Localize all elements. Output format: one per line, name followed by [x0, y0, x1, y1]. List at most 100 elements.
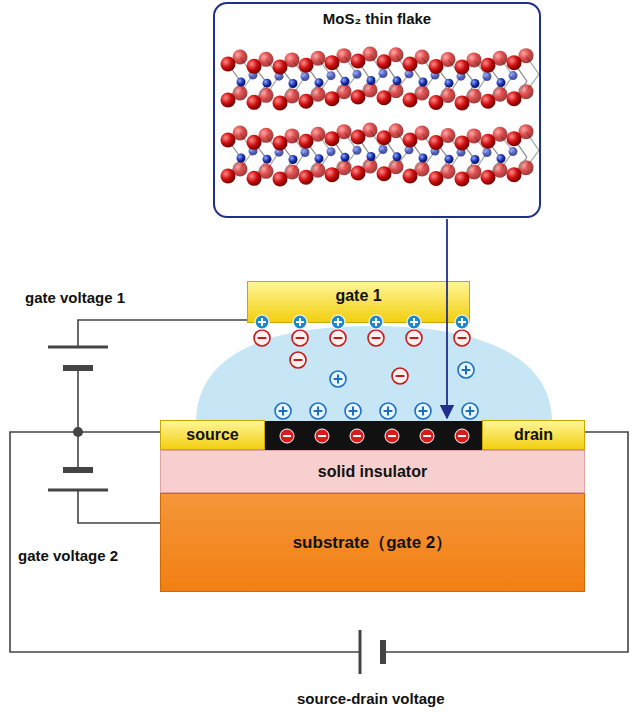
inset-panel: MoS₂ thin flake	[213, 2, 541, 218]
leader-arrow	[446, 219, 448, 418]
molybdenum-atom	[393, 76, 402, 85]
node-label: solid insulator	[318, 463, 427, 481]
minus-sign	[458, 337, 467, 339]
cation-charge	[275, 403, 291, 419]
plus-sign	[337, 318, 339, 326]
molybdenum-atom	[315, 78, 324, 87]
gate-charge	[407, 315, 421, 329]
sulfur-atom	[351, 54, 366, 69]
molybdenum-atom	[263, 155, 272, 164]
sulfur-atom	[273, 135, 288, 150]
sulfur-atom	[481, 170, 496, 185]
plus-sign	[372, 321, 380, 323]
molybdenum-atom	[327, 71, 336, 80]
sulfur-atom	[221, 133, 236, 148]
battery-plate	[359, 630, 362, 674]
anion-charge	[368, 330, 384, 346]
sulfur-atom	[221, 57, 236, 72]
sulfur-atom	[351, 90, 366, 105]
minus-sign	[458, 435, 466, 437]
node-label: drain	[514, 426, 553, 444]
sulfur-atom	[299, 170, 314, 185]
anion-charge	[290, 352, 306, 368]
plus-sign	[458, 321, 466, 323]
sulfur-atom	[377, 166, 392, 181]
minus-sign	[353, 435, 361, 437]
plus-sign	[410, 321, 418, 323]
device-layer: substrate（gate 2）	[160, 493, 585, 592]
gate-charge	[369, 315, 383, 329]
molybdenum-atom	[289, 79, 298, 88]
plus-sign	[337, 375, 339, 384]
minus-sign	[258, 337, 267, 339]
molybdenum-atom	[419, 78, 428, 87]
plus-sign	[387, 407, 389, 416]
sulfur-atom	[429, 171, 444, 186]
device-layer: drain	[482, 420, 585, 450]
sulfur-atom	[351, 166, 366, 181]
minus-sign	[283, 435, 291, 437]
molybdenum-atom	[393, 152, 402, 161]
wire	[78, 320, 247, 347]
anion-charge	[392, 368, 408, 384]
gate-charge	[455, 315, 469, 329]
cation-charge	[345, 403, 361, 419]
sulfur-atom	[247, 59, 262, 74]
gate-charge	[293, 315, 307, 329]
sulfur-atom	[377, 54, 392, 69]
cation-charge	[458, 362, 474, 378]
molybdenum-atom	[341, 77, 350, 86]
molybdenum-atom	[379, 69, 388, 78]
cation-charge	[310, 403, 326, 419]
plus-sign	[375, 318, 377, 326]
device-layer: source	[160, 420, 265, 450]
wire	[78, 490, 160, 523]
sulfur-atom	[377, 130, 392, 145]
sulfur-atom	[481, 58, 496, 73]
node-label: gate 1	[335, 287, 381, 305]
molybdenum-atom	[341, 153, 350, 162]
sulfur-atom	[247, 171, 262, 186]
sulfur-atom	[455, 135, 470, 150]
sulfur-atom	[273, 95, 288, 110]
sulfur-atom	[429, 59, 444, 74]
electron-charge	[455, 429, 469, 443]
plus-sign	[422, 407, 424, 416]
plus-sign	[461, 318, 463, 326]
battery-plate	[48, 346, 108, 349]
minus-sign	[388, 435, 396, 437]
plus-sign	[296, 321, 304, 323]
cation-charge	[330, 371, 346, 387]
voltage-label: source-drain voltage	[297, 690, 445, 707]
plus-sign	[465, 366, 467, 375]
minus-sign	[294, 359, 303, 361]
sulfur-atom	[325, 55, 340, 70]
electron-charge	[315, 429, 329, 443]
electron-charge	[420, 429, 434, 443]
minus-sign	[334, 337, 343, 339]
sulfur-atom	[299, 94, 314, 109]
sulfur-atom	[325, 91, 340, 106]
plus-sign	[413, 318, 415, 326]
minus-sign	[372, 337, 381, 339]
molybdenum-atom	[379, 145, 388, 154]
sulfur-atom	[429, 135, 444, 150]
minus-sign	[410, 337, 419, 339]
node-label: substrate（gate 2）	[293, 531, 453, 554]
wire	[77, 368, 79, 470]
electrolyte-dome	[196, 326, 552, 422]
sulfur-atom	[299, 58, 314, 73]
sulfur-atom	[455, 95, 470, 110]
sulfur-atom	[247, 135, 262, 150]
sulfur-atom	[325, 131, 340, 146]
minus-sign	[296, 337, 305, 339]
voltage-label: gate voltage 2	[18, 547, 118, 564]
sulfur-atom	[403, 57, 418, 72]
molybdenum-atom	[509, 147, 518, 156]
sulfur-atom	[429, 95, 444, 110]
anion-charge	[330, 330, 346, 346]
battery-plate	[63, 365, 93, 371]
